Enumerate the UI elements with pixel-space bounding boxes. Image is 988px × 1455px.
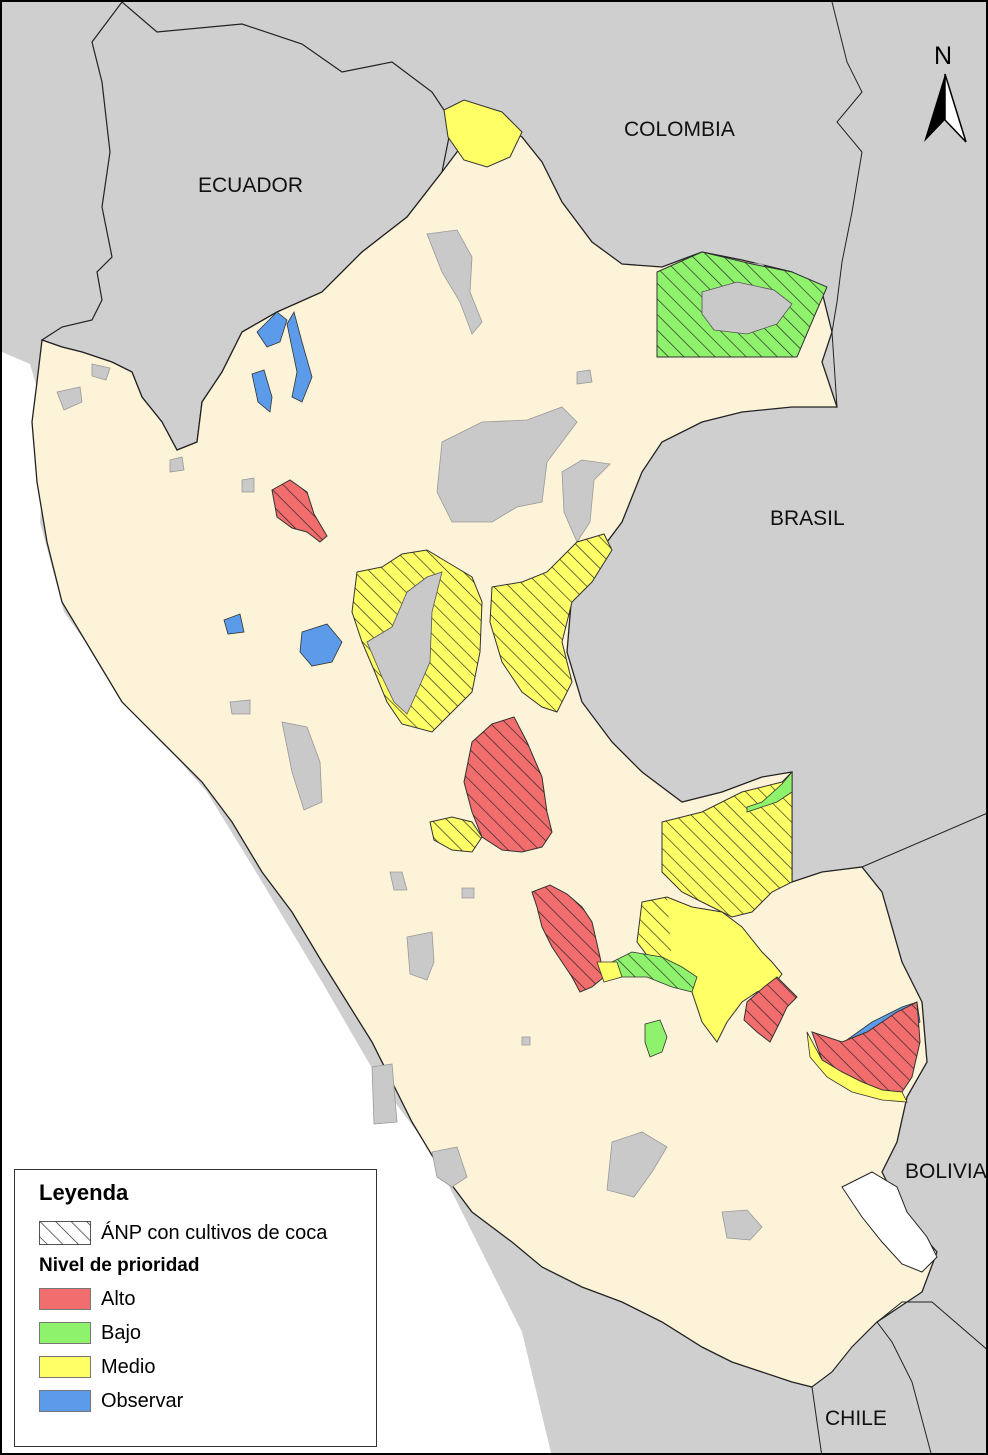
neighbor-border-bolivia-chile <box>876 1301 986 1350</box>
area-alto-central-hatch <box>464 717 552 852</box>
area-medio-southeast-edge <box>806 1031 908 1103</box>
neighbor-border-colombia-brasil <box>831 2 863 408</box>
legend-item: Alto <box>39 1282 376 1316</box>
legend-item-label: Bajo <box>101 1321 142 1344</box>
area-medio-central-east-hatch <box>490 534 612 712</box>
lake-titicaca <box>841 1171 938 1273</box>
country-label-ecuador: ECUADOR <box>198 174 303 197</box>
legend-item-label: Observar <box>101 1389 184 1412</box>
area-medio-north <box>443 99 523 168</box>
area-medio-central-west-inner <box>366 571 443 715</box>
legend-item: Medio <box>39 1350 376 1384</box>
other-protected-areas <box>56 229 793 1241</box>
legend-item: Observar <box>39 1384 376 1418</box>
area-alto-south-hatch <box>744 977 797 1042</box>
neighbor-border-brasil-bolivia <box>861 813 986 868</box>
area-alto-north-hatch <box>272 480 327 542</box>
legend-item-label: Alto <box>101 1287 136 1310</box>
area-bajo-south-hatch <box>602 952 697 992</box>
area-medio-sw-strip <box>596 961 623 983</box>
area-bajo-small <box>644 1019 668 1058</box>
north-arrow-letter: N <box>934 42 952 70</box>
area-bajo-southeast-strip <box>746 770 793 813</box>
legend-row-hatch: ÁNP con cultivos de coca <box>39 1216 376 1250</box>
area-medio-south-hatch <box>637 897 672 962</box>
chile-region <box>811 1321 932 1453</box>
legend-priority-title: Nivel de prioridad <box>39 1255 200 1276</box>
legend-hatch-label: ÁNP con cultivos de coca <box>101 1221 328 1244</box>
hatch-swatch-icon <box>39 1221 91 1245</box>
country-label-brasil: BRASIL <box>770 507 845 530</box>
area-alto-southwest-hatch <box>532 885 604 992</box>
legend-swatch-alto <box>39 1288 91 1310</box>
area-medio-central-small-hatch <box>430 817 482 852</box>
legend-swatch-medio <box>39 1356 91 1378</box>
legend-item-label: Medio <box>101 1355 156 1378</box>
legend-swatch-bajo <box>39 1322 91 1344</box>
legend-title: Leyenda <box>39 1180 129 1205</box>
area-bajo-north-inner <box>701 281 793 335</box>
country-label-bolivia: BOLIVIA <box>905 1160 987 1183</box>
country-label-colombia: COLOMBIA <box>624 118 735 141</box>
north-arrow-icon-right <box>944 73 967 143</box>
north-arrow: N <box>924 42 967 143</box>
area-alto-southeast-hatch <box>812 1002 920 1092</box>
legend-item: Bajo <box>39 1316 376 1350</box>
legend: Leyenda ÁNP con cultivos de coca Nivel d… <box>14 1169 377 1447</box>
north-arrow-icon <box>924 74 945 142</box>
country-label-chile: CHILE <box>825 1407 887 1430</box>
legend-swatch-observar <box>39 1390 91 1412</box>
